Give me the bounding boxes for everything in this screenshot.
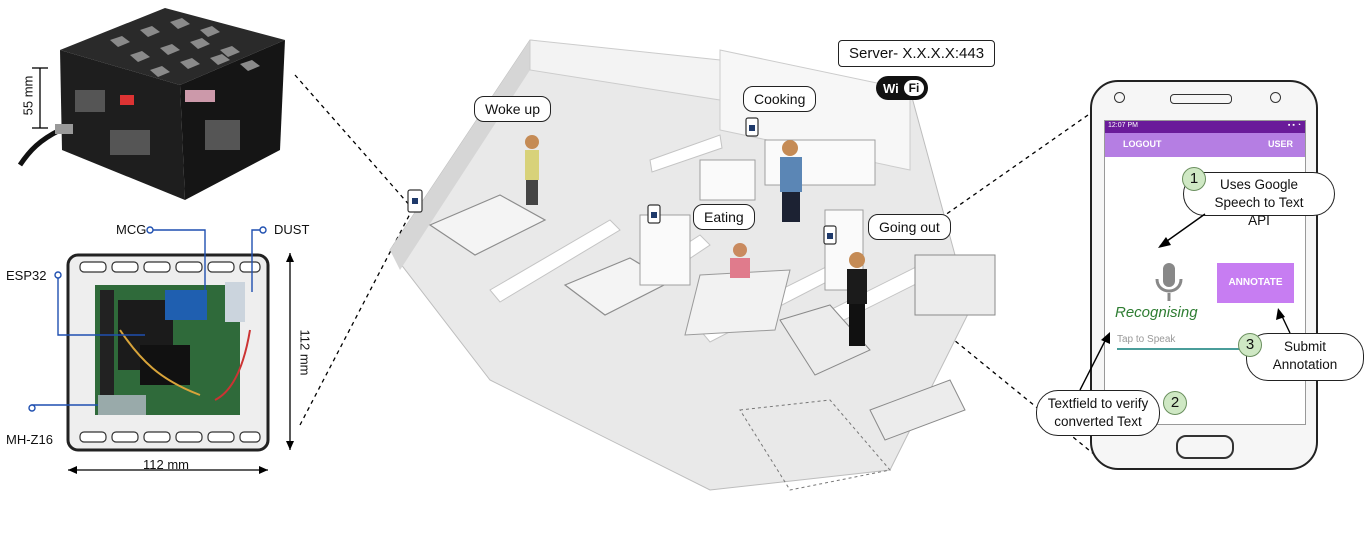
callout-submit-text: Submit Annotation	[1272, 339, 1338, 372]
annotate-button[interactable]: ANNOTATE	[1217, 263, 1294, 303]
activity-bubble-eating: Eating	[693, 204, 755, 230]
house-floorplan	[370, 30, 1030, 500]
wifi-fi-label: Fi	[904, 80, 924, 96]
depth-dimension-label: 112 mm	[297, 329, 313, 376]
sensor-panel: 55 mm MCG DUST ESP32 MH-Z16 112 mm 112 m…	[0, 0, 330, 480]
logout-button[interactable]: LOGOUT	[1123, 139, 1162, 149]
speech-text-input[interactable]: Tap to Speak	[1117, 334, 1252, 350]
callout-number-3: 3	[1238, 333, 1262, 357]
server-address-box: Server- X.X.X.X:443	[838, 40, 996, 67]
callout-submit: Submit Annotation	[1246, 333, 1364, 381]
width-dimension-label: 112 mm	[143, 457, 189, 472]
callout-textfield-text: Textfield to verify converted Text	[1047, 396, 1149, 429]
component-mhz16-label: MH-Z16	[6, 432, 53, 447]
component-dust-label: DUST	[274, 222, 310, 237]
component-esp32-label: ESP32	[6, 268, 47, 283]
activity-bubble-woke-up: Woke up	[474, 96, 551, 122]
recognising-status: Recognising	[1115, 304, 1198, 321]
callout-speech-api-text: Uses Google Speech to Text API	[1214, 177, 1304, 228]
status-icons: ▪ ▪ ◔	[1287, 122, 1301, 129]
sensor-box-photo	[17, 8, 285, 200]
status-time: 12:07 PM	[1108, 122, 1138, 129]
app-bar: LOGOUT USER	[1105, 133, 1305, 157]
house-drawing	[389, 39, 996, 491]
person-going-out	[847, 252, 867, 346]
home-button[interactable]	[1176, 435, 1234, 459]
user-menu-button[interactable]: USER	[1267, 139, 1293, 149]
person-woke-up	[525, 135, 539, 205]
activity-bubble-cooking: Cooking	[743, 86, 817, 112]
wifi-icon: Wi Fi	[876, 76, 928, 100]
callout-textfield: Textfield to verify converted Text	[1036, 390, 1160, 436]
sensor-board-photo	[66, 253, 270, 452]
microphone-icon[interactable]	[1149, 261, 1189, 311]
callout-number-1: 1	[1182, 167, 1206, 191]
person-cooking	[780, 140, 802, 222]
sensor-drawing	[17, 8, 294, 474]
status-bar: 12:07 PM ▪ ▪ ◔	[1105, 121, 1305, 133]
person-eating	[730, 243, 750, 278]
height-dimension-label: 55 mm	[20, 75, 36, 116]
activity-bubble-going-out: Going out	[868, 214, 951, 240]
component-mcg-label: MCG	[116, 222, 147, 237]
phone-sensor	[1270, 92, 1281, 103]
callout-speech-api: Uses Google Speech to Text API	[1183, 172, 1335, 228]
callout-number-2: 2	[1163, 391, 1187, 415]
phone-camera	[1114, 92, 1125, 103]
phone-speaker	[1170, 94, 1232, 104]
